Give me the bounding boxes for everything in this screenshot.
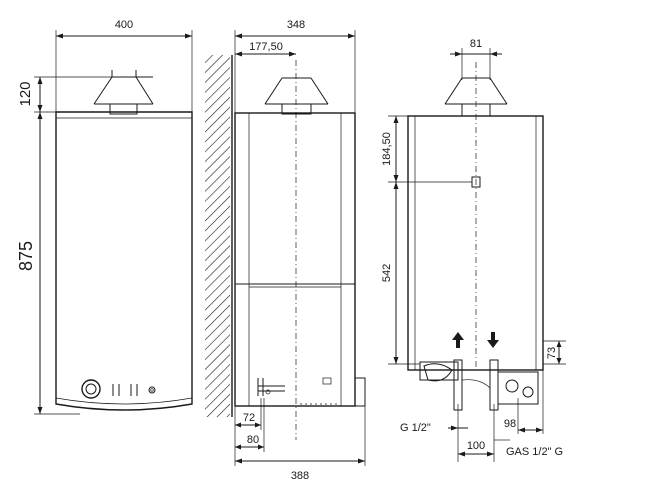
gas-valve-icon [505,379,519,393]
gas-connection-label: GAS 1/2" G [506,446,563,458]
flue-height-label: 120 [17,81,34,106]
pipe-offset-b-label: 80 [247,434,259,446]
flue-offset-label: 177,50 [249,41,283,53]
body-height-label: 875 [16,241,36,271]
pipe-offset-a-label: 72 [243,412,255,424]
indicator-icon [112,384,120,396]
mid-height-label: 542 [381,264,393,282]
front-view: 400 120 875 [16,19,193,415]
front-body-outline [55,111,193,411]
piezo-button-icon [148,386,156,394]
side-view: 348 177,50 72 [205,19,366,482]
control-knob-icon [81,379,101,399]
rear-view: 81 184,50 542 73 [381,38,566,462]
water-outlet-arrow-icon [452,332,464,348]
water-inlet-arrow-icon [487,332,499,348]
rear-body-outline [407,115,544,371]
side-depth-label: 348 [287,19,305,31]
side-body-outline [234,112,356,407]
gas-offset-label: 98 [504,418,516,430]
flue-width-label: 81 [470,38,482,50]
front-width-label: 400 [115,19,133,31]
total-depth-label: 388 [291,470,309,482]
top-offset-label: 184,50 [381,132,393,166]
water-connection-label: G 1/2" [400,422,431,434]
wall-hatch [205,55,230,417]
pipe-spacing-label: 100 [467,440,485,452]
bottom-height-label: 73 [546,347,558,359]
